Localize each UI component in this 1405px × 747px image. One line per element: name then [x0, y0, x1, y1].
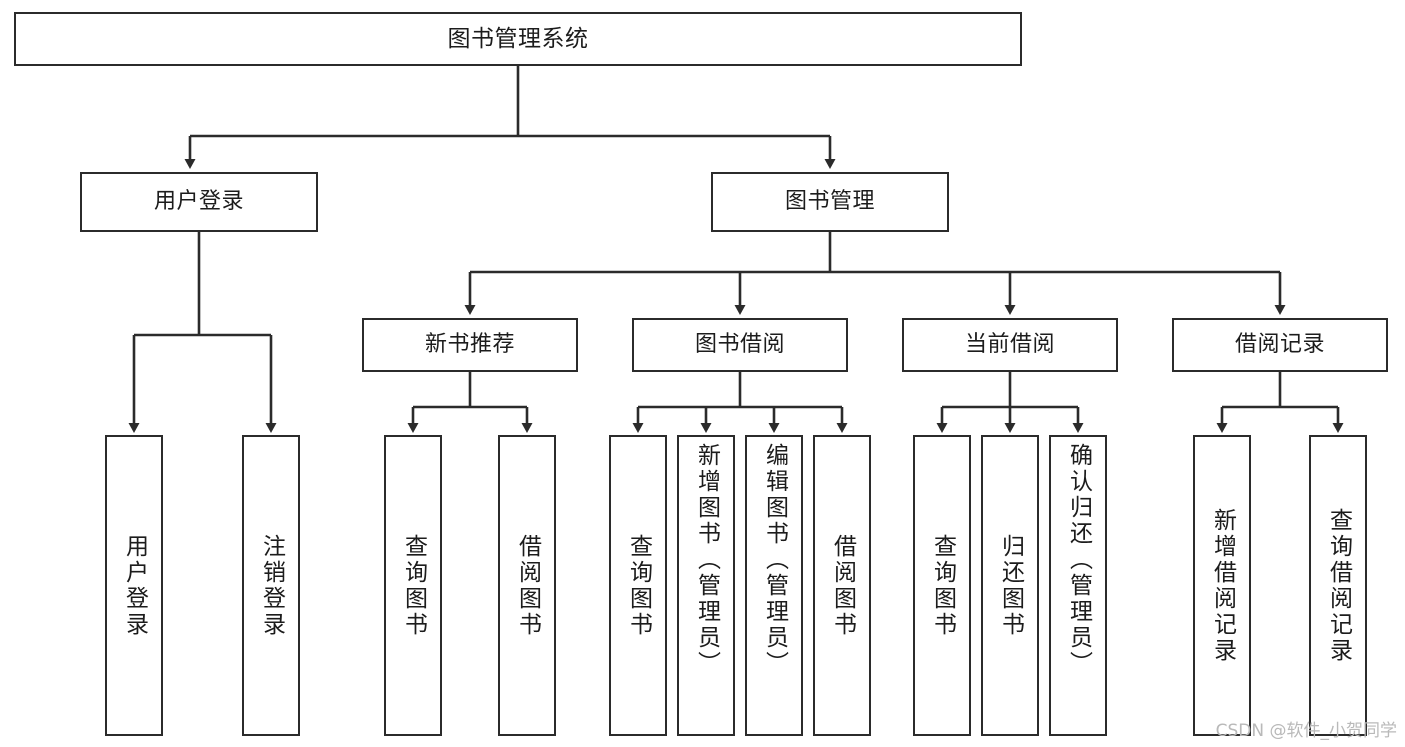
- node-leaf-query-book-3[interactable]: 查询图书: [913, 435, 971, 736]
- node-leaf-logout-login-label: 注销登录: [258, 533, 285, 638]
- node-leaf-query-book-1-label: 查询图书: [400, 533, 427, 638]
- node-leaf-confirm-return-label: 确认归还（管理员）: [1065, 443, 1092, 677]
- node-leaf-borrow-book-2[interactable]: 借阅图书: [813, 435, 871, 736]
- node-user-login[interactable]: 用户登录: [80, 172, 318, 232]
- node-borrow-record-label: 借阅记录: [1234, 332, 1325, 358]
- node-leaf-return-book-label: 归还图书: [997, 533, 1024, 638]
- node-book-manage[interactable]: 图书管理: [711, 172, 949, 232]
- watermark-text: CSDN @软件_小贺同学: [1215, 721, 1397, 741]
- node-root-label: 图书管理系统: [447, 25, 589, 52]
- node-leaf-edit-book-label: 编辑图书（管理员）: [761, 443, 788, 677]
- node-leaf-confirm-return[interactable]: 确认归还（管理员）: [1049, 435, 1107, 736]
- node-leaf-add-record-label: 新增借阅记录: [1209, 507, 1236, 664]
- node-leaf-add-record[interactable]: 新增借阅记录: [1193, 435, 1251, 736]
- node-book-manage-label: 图书管理: [784, 189, 875, 215]
- node-leaf-add-book[interactable]: 新增图书（管理员）: [677, 435, 735, 736]
- node-leaf-query-book-2[interactable]: 查询图书: [609, 435, 667, 736]
- node-leaf-query-book-2-label: 查询图书: [625, 533, 652, 638]
- node-leaf-edit-book[interactable]: 编辑图书（管理员）: [745, 435, 803, 736]
- node-leaf-query-record[interactable]: 查询借阅记录: [1309, 435, 1367, 736]
- node-root[interactable]: 图书管理系统: [14, 12, 1022, 66]
- node-leaf-query-record-label: 查询借阅记录: [1325, 507, 1352, 664]
- node-book-borrow[interactable]: 图书借阅: [632, 318, 848, 372]
- node-leaf-add-book-label: 新增图书（管理员）: [693, 443, 720, 677]
- node-leaf-query-book-1[interactable]: 查询图书: [384, 435, 442, 736]
- node-current-borrow-label: 当前借阅: [964, 332, 1055, 358]
- node-new-book-recommend[interactable]: 新书推荐: [362, 318, 578, 372]
- node-borrow-record[interactable]: 借阅记录: [1172, 318, 1388, 372]
- node-leaf-borrow-book-2-label: 借阅图书: [829, 533, 856, 638]
- node-leaf-borrow-book-1[interactable]: 借阅图书: [498, 435, 556, 736]
- node-current-borrow[interactable]: 当前借阅: [902, 318, 1118, 372]
- node-leaf-borrow-book-1-label: 借阅图书: [514, 533, 541, 638]
- node-leaf-return-book[interactable]: 归还图书: [981, 435, 1039, 736]
- node-book-borrow-label: 图书借阅: [694, 332, 785, 358]
- node-leaf-user-login-label: 用户登录: [121, 533, 148, 638]
- node-leaf-query-book-3-label: 查询图书: [929, 533, 956, 638]
- node-user-login-label: 用户登录: [153, 189, 244, 215]
- node-leaf-logout-login[interactable]: 注销登录: [242, 435, 300, 736]
- node-new-book-recommend-label: 新书推荐: [424, 332, 515, 358]
- node-leaf-user-login[interactable]: 用户登录: [105, 435, 163, 736]
